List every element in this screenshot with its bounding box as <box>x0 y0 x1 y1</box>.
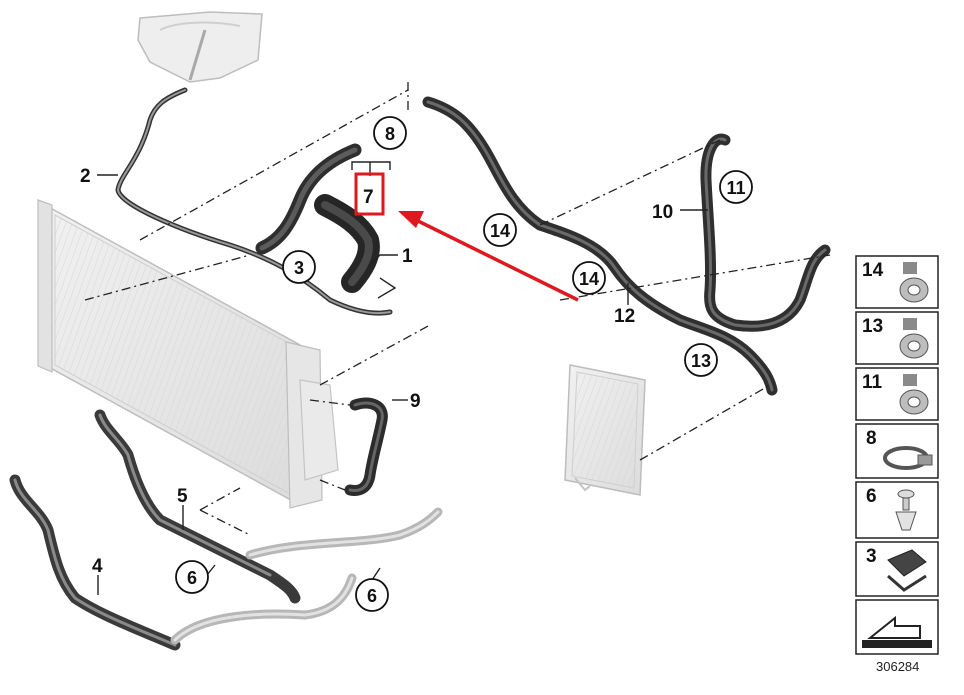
band-clamp-icon <box>883 446 933 470</box>
svg-text:11: 11 <box>726 178 745 198</box>
callout-circle-14-upper: 14 <box>483 213 517 247</box>
svg-text:6: 6 <box>187 568 197 588</box>
radiator <box>37 199 339 509</box>
svg-text:14: 14 <box>862 260 884 281</box>
hose-clamp-icon <box>899 318 929 359</box>
highlight-arrow <box>398 211 579 302</box>
expansion-tank <box>137 11 263 83</box>
holder-clip-icon <box>887 549 927 592</box>
callout-2: 2 <box>80 166 91 187</box>
legend-item-14: 14 <box>855 255 939 309</box>
callout-1: 1 <box>402 246 413 267</box>
svg-text:13: 13 <box>862 316 883 337</box>
legend-item-3: 3 <box>855 541 939 597</box>
svg-text:6: 6 <box>367 586 377 606</box>
svg-text:11: 11 <box>862 372 883 393</box>
callout-circle-3: 3 <box>282 250 316 284</box>
legend-item-11: 11 <box>855 367 939 421</box>
svg-text:3: 3 <box>294 258 304 278</box>
reference-number: 306284 <box>876 659 919 674</box>
hose-10 <box>700 133 831 332</box>
callout-9: 9 <box>410 391 421 412</box>
legend-direction-arrow <box>855 599 939 655</box>
callout-12: 12 <box>614 306 635 327</box>
svg-text:8: 8 <box>866 428 877 449</box>
callout-4: 4 <box>92 556 103 577</box>
hose-9 <box>344 397 388 496</box>
callout-7: 7 <box>363 187 374 208</box>
hose-8 <box>255 143 362 255</box>
legend-item-8: 8 <box>855 423 939 479</box>
hose-14 <box>422 96 778 396</box>
svg-text:13: 13 <box>691 351 711 371</box>
svg-text:14: 14 <box>579 269 599 289</box>
callout-circle-11: 11 <box>719 170 753 204</box>
svg-text:3: 3 <box>866 546 877 567</box>
callout-circle-13: 13 <box>684 343 718 377</box>
callout-circle-14-lower: 14 <box>572 261 606 295</box>
callout-circle-6-left: 6 <box>175 560 209 594</box>
highlight-box <box>354 172 385 216</box>
callout-circle-6-right: 6 <box>355 578 389 612</box>
svg-text:6: 6 <box>866 486 877 507</box>
legend-item-6: 6 <box>855 481 939 539</box>
expanding-rivet-icon <box>895 489 917 531</box>
hose-clamp-icon <box>899 262 929 303</box>
svg-text:8: 8 <box>385 124 395 144</box>
callout-circle-8: 8 <box>373 116 407 150</box>
hose-clamp-icon <box>899 374 929 415</box>
svg-text:14: 14 <box>490 221 510 241</box>
auxiliary-radiator <box>564 364 646 496</box>
parts-legend: 14 13 11 <box>855 255 939 655</box>
callout-5: 5 <box>177 486 188 507</box>
assembly-lines <box>84 82 831 536</box>
legend-item-13: 13 <box>855 311 939 365</box>
callout-10: 10 <box>652 202 673 223</box>
